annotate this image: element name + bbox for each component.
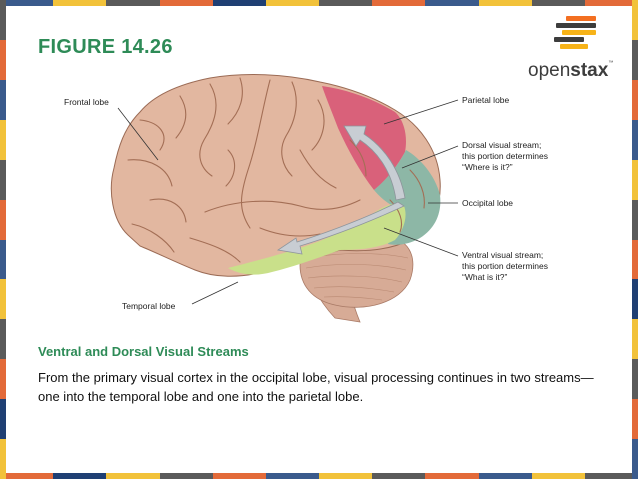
border-segment <box>584 0 638 6</box>
occipital-lobe-label: Occipital lobe <box>462 198 514 208</box>
border-segment <box>478 0 532 6</box>
logo-bar-1 <box>566 16 596 21</box>
border-segment <box>159 473 213 479</box>
border-segment <box>0 279 6 320</box>
border-segment <box>632 0 638 40</box>
border-segment <box>0 79 6 120</box>
border-segment <box>265 0 320 6</box>
ventral-stream-label: Ventral visual stream; this portion dete… <box>462 250 548 282</box>
border-segment <box>478 473 532 479</box>
bottom-border-stripe <box>0 473 638 479</box>
temporal-lobe-label: Temporal lobe <box>122 301 176 311</box>
border-segment <box>632 319 638 360</box>
border-segment <box>53 0 107 6</box>
parietal-lobe-label: Parietal lobe <box>462 95 510 105</box>
logo-word-stax: stax <box>570 60 609 81</box>
logo-word-open: open <box>528 60 571 81</box>
border-segment <box>632 439 638 479</box>
openstax-wordmark: openstax™ <box>528 60 613 82</box>
frontal-lobe-label: Frontal lobe <box>64 97 109 107</box>
border-segment <box>0 39 6 80</box>
border-segment <box>425 473 479 479</box>
parietal-leader-line <box>383 99 459 125</box>
border-segment <box>632 399 638 440</box>
border-segment <box>0 439 6 479</box>
border-segment <box>425 0 479 6</box>
border-segment <box>0 0 6 40</box>
border-segment <box>0 399 6 440</box>
temporal-leader-line <box>191 281 239 305</box>
brain-sulci <box>127 77 425 263</box>
border-segment <box>212 473 266 479</box>
border-segment <box>0 239 6 280</box>
border-segment <box>632 119 638 160</box>
border-segment <box>106 0 160 6</box>
border-segment <box>319 473 373 479</box>
border-segment <box>632 79 638 120</box>
openstax-logo-bars-icon <box>554 16 596 49</box>
caption-body: From the primary visual cortex in the oc… <box>38 370 594 404</box>
leader-lines <box>117 99 459 305</box>
openstax-logo: openstax™ <box>528 16 620 82</box>
border-segment <box>0 319 6 360</box>
border-segment <box>212 0 266 6</box>
brain-diagram <box>110 74 459 323</box>
left-border-stripe <box>0 0 6 479</box>
logo-bar-4 <box>554 37 584 42</box>
logo-bar-2 <box>556 23 596 28</box>
border-segment <box>632 359 638 400</box>
logo-bar-5 <box>560 44 588 49</box>
border-segment <box>159 0 213 6</box>
border-segment <box>0 119 6 160</box>
border-segment <box>632 39 638 80</box>
border-segment <box>0 199 6 240</box>
logo-trademark: ™ <box>608 60 614 66</box>
border-segment <box>319 0 373 6</box>
dorsal-leader-line <box>401 145 459 169</box>
border-segment <box>0 359 6 400</box>
border-segment <box>372 0 426 6</box>
border-segment <box>372 473 426 479</box>
border-segment <box>632 199 638 240</box>
border-segment <box>0 159 6 200</box>
border-segment <box>632 159 638 200</box>
caption-title: Ventral and Dorsal Visual Streams <box>38 344 249 359</box>
border-segment <box>531 473 585 479</box>
border-segment <box>0 473 54 479</box>
logo-bar-3 <box>562 30 596 35</box>
border-segment <box>53 473 107 479</box>
border-segment <box>265 473 320 479</box>
frontal-leader-line <box>117 107 159 161</box>
dorsal-stream-label: Dorsal visual stream; this portion deter… <box>462 140 548 172</box>
border-segment <box>106 473 160 479</box>
border-segment <box>584 473 638 479</box>
top-border-stripe <box>0 0 638 6</box>
ventral-leader-line <box>383 227 459 257</box>
ventral-stream-arrow <box>276 201 405 255</box>
border-segment <box>531 0 585 6</box>
figure-title: FIGURE 14.26 <box>38 36 173 58</box>
right-border-stripe <box>632 0 638 479</box>
dorsal-stream-arrow <box>343 125 406 201</box>
border-segment <box>632 279 638 320</box>
border-segment <box>632 239 638 280</box>
border-segment <box>0 0 54 6</box>
